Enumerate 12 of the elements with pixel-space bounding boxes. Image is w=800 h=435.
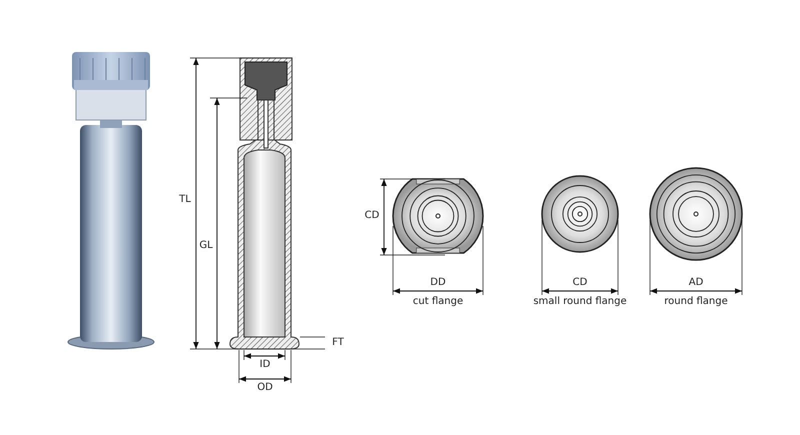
flange-caption: round flange	[664, 297, 728, 307]
flange-caption: cut flange	[412, 297, 464, 307]
dimension-label: FT	[332, 338, 344, 348]
flange-caption: small round flange	[533, 297, 627, 307]
dimension-label: ID	[260, 360, 270, 370]
dimension-label: TL	[179, 195, 191, 205]
dimension-label: OD	[257, 383, 273, 393]
dimension-label: DD	[430, 278, 446, 288]
dimension-label: GL	[199, 241, 213, 251]
dimension-label: CD	[364, 211, 380, 221]
dimension-label: CD	[572, 278, 588, 288]
dimension-label: AD	[688, 278, 704, 288]
